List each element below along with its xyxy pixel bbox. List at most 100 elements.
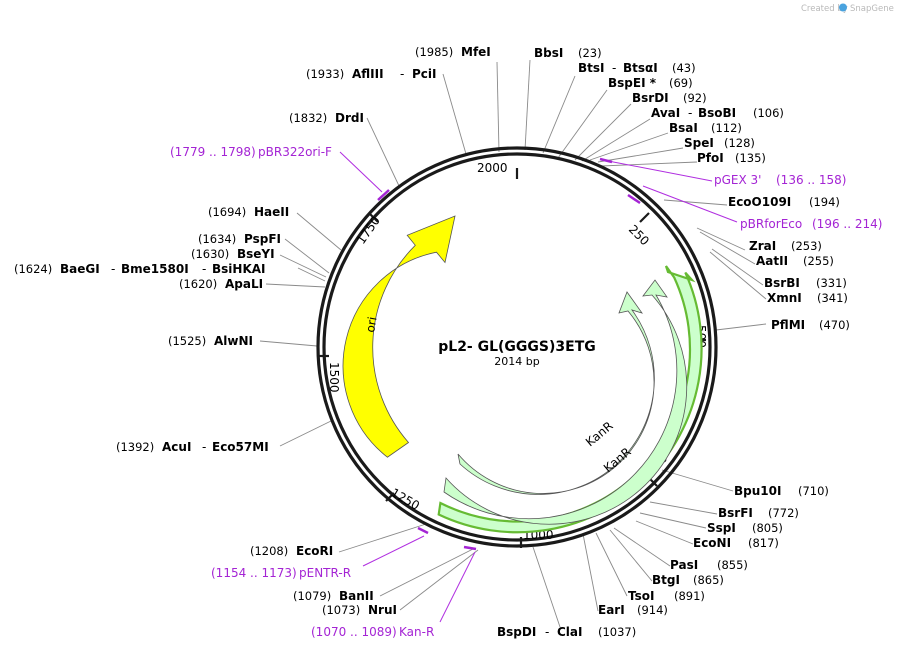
tick-label-1750: 1750 — [354, 214, 383, 247]
site-label-baegi[interactable]: (1624) BaeGI - Bme1580I - BsiHKAI — [14, 262, 266, 276]
site-label-xmni[interactable]: XmnI (341) — [767, 291, 848, 305]
site-apali-name: ApaLI — [225, 277, 263, 291]
site-bbsi-name: BbsI — [534, 46, 563, 60]
site-label-spei[interactable]: SpeI (128) — [684, 136, 755, 150]
site-spei-name: SpeI — [684, 136, 714, 150]
site-label-pfoi[interactable]: PfoI (135) — [697, 151, 766, 165]
credit-prefix: Created by — [801, 4, 848, 14]
leader-eari — [582, 533, 599, 612]
primer-pbr322ori-f-range: (1779 .. 1798) — [170, 145, 256, 159]
site-label-pasi[interactable]: PasI (855) — [670, 558, 748, 572]
leader-ecori — [338, 523, 427, 553]
site-bsai-name: BsaI — [669, 121, 698, 135]
site-label-bbsi[interactable]: BbsI (23) — [534, 46, 602, 60]
site-pfoi-name: PfoI — [697, 151, 724, 165]
site-label-tsoi[interactable]: TsoI (891) — [628, 589, 705, 603]
primer-pgex3-range: (136 .. 158) — [776, 173, 846, 187]
site-avai-name: AvaI — [651, 106, 680, 120]
site-bsobi-name: BsoBI — [698, 106, 736, 120]
site-label-bspei[interactable]: BspEI * (69) — [608, 76, 693, 90]
primer-pentr-r-range: (1154 .. 1173) — [211, 566, 297, 580]
leader-bsai — [589, 132, 669, 161]
site-label-bseyi[interactable]: (1630) BseYI — [191, 247, 275, 261]
site-label-bsrdi[interactable]: BsrDI (92) — [632, 91, 707, 105]
site-bsrbi-name: BsrBI — [764, 276, 800, 290]
primer-pentr-r-name: pENTR-R — [299, 566, 351, 580]
leader-mfei — [496, 61, 500, 153]
site-aatii-pos: (255) — [803, 254, 834, 268]
site-afliii-pos: (1933) — [306, 67, 344, 81]
leader-ecoo109i — [663, 199, 728, 206]
site-label-btgi[interactable]: BtgI (865) — [652, 573, 724, 587]
site-label-alwni[interactable]: (1525) AlwNI — [168, 334, 253, 348]
leader-pbrforeco — [642, 185, 738, 223]
primer-label-pbr322ori-f[interactable]: (1779 .. 1798) pBR322ori-F — [170, 145, 332, 159]
site-label-bsrfi[interactable]: BsrFI (772) — [718, 506, 799, 520]
feature-ori-label: ori — [363, 316, 379, 334]
site-bspdi-name: BspDI — [497, 625, 536, 639]
site-sspi-name: SspI — [707, 521, 736, 535]
leader-bsrdi — [574, 103, 632, 161]
site-label-aatii[interactable]: AatII (255) — [756, 254, 834, 268]
site-label-apali[interactable]: (1620) ApaLI — [179, 277, 263, 291]
primer-mark-pbr322ori-f — [377, 189, 390, 201]
site-label-ecoo109i[interactable]: EcoO109I (194) — [728, 195, 840, 209]
site-bpu10i-name: Bpu10I — [734, 484, 781, 498]
backbone — [316, 146, 718, 548]
site-label-acui[interactable]: (1392) AcuI - Eco57MI — [116, 440, 269, 454]
site-acui-name: AcuI — [162, 440, 191, 454]
site-label-bspdi[interactable]: BspDI - ClaI (1037) — [497, 625, 636, 639]
site-label-bpu10i[interactable]: Bpu10I (710) — [734, 484, 829, 498]
site-haeii-pos: (1694) — [208, 205, 246, 219]
site-label-drdi[interactable]: (1832) DrdI — [289, 111, 364, 125]
leader-bsrbi — [711, 248, 764, 286]
site-label-ecori[interactable]: (1208) EcoRI — [250, 544, 333, 558]
site-label-eari[interactable]: EarI (914) — [598, 603, 668, 617]
site-label-zrai[interactable]: ZraI (253) — [749, 239, 822, 253]
leader-acui — [279, 420, 332, 447]
site-label-btsi[interactable]: BtsI - BtsαI (43) — [578, 61, 696, 75]
primer-label-kan-r[interactable]: (1070 .. 1089) Kan-R — [311, 625, 434, 639]
tick-mark-1250 — [385, 492, 395, 502]
feature-ori-arrow[interactable] — [342, 215, 456, 458]
site-avai-sep: - — [688, 106, 692, 120]
site-label-bsrbi[interactable]: BsrBI (331) — [764, 276, 847, 290]
site-pflmi-name: PflMI — [771, 318, 805, 332]
site-acui-pos: (1392) — [116, 440, 154, 454]
site-label-mfei[interactable]: (1985) MfeI — [415, 45, 491, 59]
site-label-pspfi[interactable]: (1634) PspFI — [198, 232, 281, 246]
backbone-outer-strand — [316, 146, 718, 548]
site-label-pflmi[interactable]: PflMI (470) — [771, 318, 850, 332]
site-label-nrui[interactable]: (1073) NruI — [322, 603, 397, 617]
primer-pbr322ori-f-name: pBR322ori-F — [258, 145, 332, 159]
site-btsi-pos: (43) — [672, 61, 696, 75]
site-label-haeii[interactable]: (1694) HaeII — [208, 205, 289, 219]
site-label-avai[interactable]: AvaI - BsoBI (106) — [651, 106, 784, 120]
site-btgi-name: BtgI — [652, 573, 680, 587]
site-eco57mi-name: Eco57MI — [212, 440, 269, 454]
site-tsoi-name: TsoI — [628, 589, 654, 603]
feature-kanr-middle-arrow[interactable] — [443, 279, 688, 525]
site-label-afliii[interactable]: (1933) AflIII - PciI — [306, 67, 437, 81]
site-sspi-pos: (805) — [752, 521, 783, 535]
leader-nrui — [399, 549, 479, 611]
primer-kan-r-range: (1070 .. 1089) — [311, 625, 397, 639]
site-btgi-pos: (865) — [693, 573, 724, 587]
primer-label-pbrforeco[interactable]: pBRforEco (196 .. 214) — [740, 217, 882, 231]
primer-label-pgex3[interactable]: pGEX 3' (136 .. 158) — [714, 173, 846, 187]
site-ecori-name: EcoRI — [296, 544, 333, 558]
site-bseyi-pos: (1630) — [191, 247, 229, 261]
site-label-banii[interactable]: (1079) BanII — [293, 589, 374, 603]
backbone-inner-strand — [322, 152, 712, 542]
leader-sspi — [639, 512, 707, 529]
feature-kanr-inner-arrow[interactable] — [457, 291, 655, 495]
site-label-econi[interactable]: EcoNI (817) — [693, 536, 779, 550]
site-label-bsai[interactable]: BsaI (112) — [669, 121, 742, 135]
site-mfei-name: MfeI — [461, 45, 491, 59]
primer-label-pentr-r[interactable]: (1154 .. 1173) pENTR-R — [211, 566, 351, 580]
site-clai-name: ClaI — [557, 625, 582, 639]
site-pspfi-pos: (1634) — [198, 232, 236, 246]
leader-zrai — [696, 227, 746, 251]
site-label-sspi[interactable]: SspI (805) — [707, 521, 783, 535]
site-banii-name: BanII — [339, 589, 374, 603]
